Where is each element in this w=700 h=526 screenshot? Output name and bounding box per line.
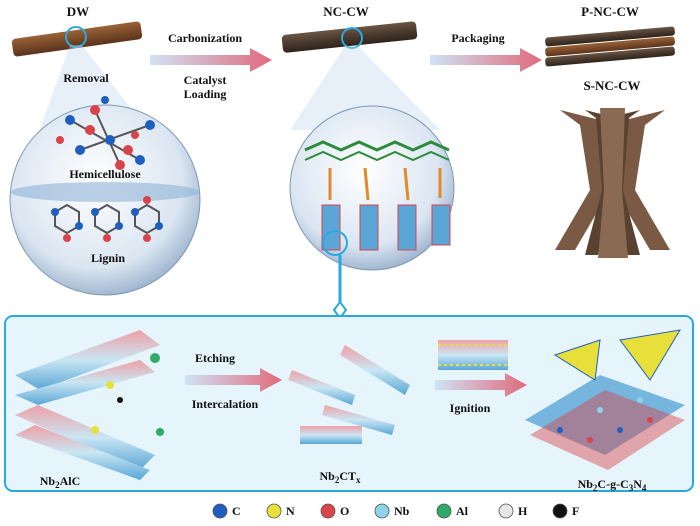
arrow-carbonization — [150, 48, 272, 72]
label-etching: Etching — [195, 351, 235, 365]
label-hemicellulose: Hemicellulose — [69, 167, 141, 181]
nb2alc-structure — [15, 330, 164, 480]
label-carbonization: Carbonization — [168, 31, 242, 45]
legend: C N O Nb Al H F — [212, 503, 579, 519]
legend-label-0: C — [232, 504, 241, 518]
hemicellulose-molecule — [56, 96, 155, 170]
dw-sphere — [9, 96, 201, 296]
nc-cw-sphere — [289, 105, 455, 271]
label-intercalation: Intercalation — [192, 397, 259, 411]
zoom-circle-icon-3 — [322, 230, 348, 256]
legend-label-6: F — [572, 504, 579, 518]
label-ignition: Ignition — [450, 401, 491, 415]
label-dw: DW — [67, 4, 89, 19]
legend-swatch-1 — [266, 503, 282, 519]
legend-swatch-3 — [374, 503, 390, 519]
label-removal: Removal — [63, 71, 109, 85]
lignin-molecules — [51, 196, 163, 242]
p-nc-cw-stack — [545, 26, 675, 67]
label-s-nc-cw: S-NC-CW — [583, 78, 640, 93]
dw-log — [11, 21, 143, 57]
label-nb2ctx: Nb2CTx — [319, 469, 361, 485]
legend-label-2: O — [340, 504, 349, 518]
intercalated-structure — [438, 340, 508, 370]
zoom-circle-icon — [65, 26, 87, 48]
legend-label-3: Nb — [394, 504, 410, 518]
nb2ctx-sheets — [288, 345, 410, 444]
nb2c-g-c3n4-structure — [525, 329, 685, 470]
label-nb2alc: Nb2AlC — [40, 474, 81, 490]
legend-label-4: Al — [456, 504, 469, 518]
s-nc-cw-twist — [555, 108, 670, 258]
arrow-ignition — [435, 373, 527, 397]
legend-swatch-6 — [552, 503, 568, 519]
label-lignin: Lignin — [91, 251, 125, 265]
legend-swatch-5 — [498, 503, 514, 519]
legend-swatch-4 — [436, 503, 452, 519]
label-loading: Loading — [184, 87, 227, 101]
zoom-cone-2 — [290, 46, 440, 130]
arrow-packaging — [430, 48, 542, 72]
label-product: Nb2C-g-C3N4 — [578, 477, 647, 493]
label-p-nc-cw: P-NC-CW — [581, 4, 639, 19]
legend-label-5: H — [518, 504, 528, 518]
arrow-etching — [185, 368, 282, 392]
label-catalyst: Catalyst — [184, 73, 227, 87]
zoom-circle-icon-2 — [341, 27, 363, 49]
legend-swatch-2 — [320, 503, 336, 519]
legend-label-1: N — [286, 504, 295, 518]
label-packaging: Packaging — [451, 31, 504, 45]
legend-swatch-0 — [212, 503, 228, 519]
nc-cw-log — [281, 21, 418, 53]
label-nc-cw: NC-CW — [323, 4, 369, 19]
